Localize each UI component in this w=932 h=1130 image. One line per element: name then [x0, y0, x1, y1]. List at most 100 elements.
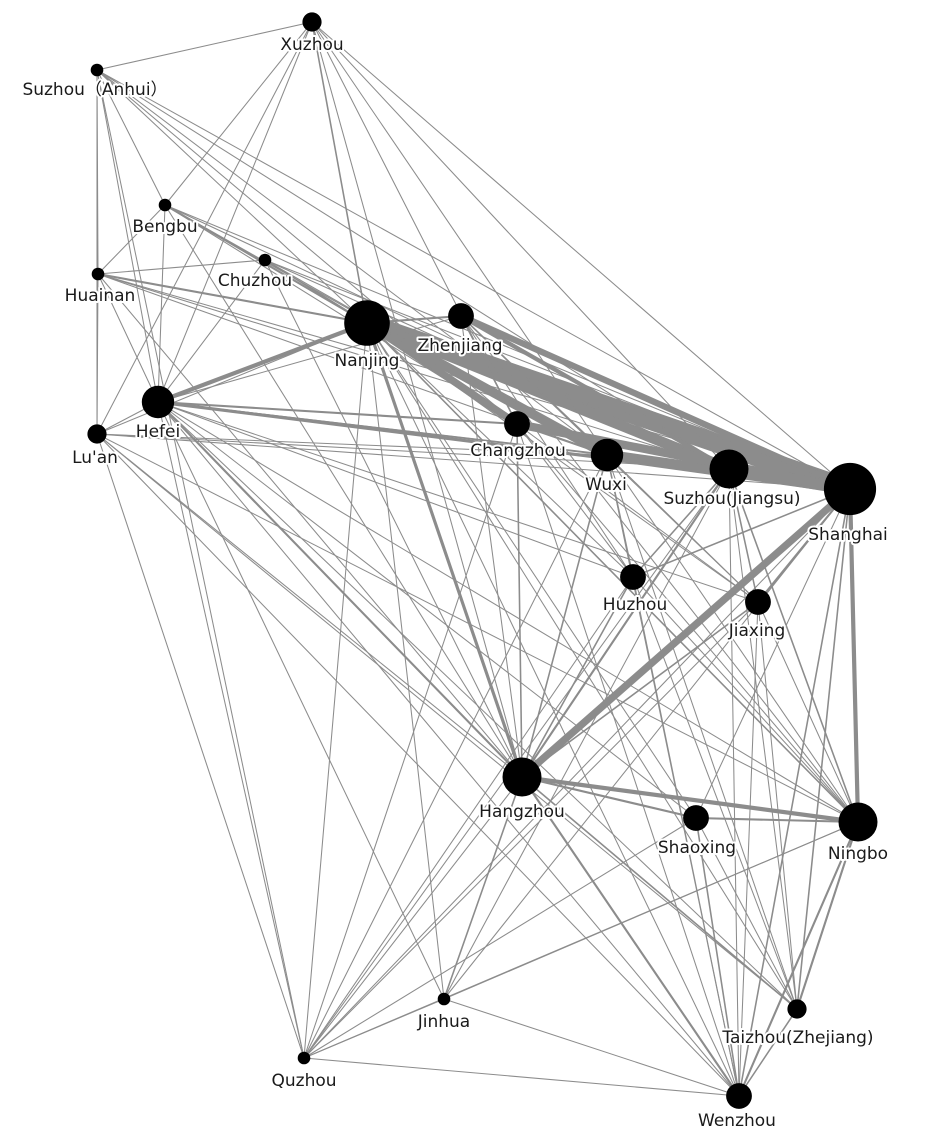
edge-zhenjiang-huzhou — [460, 315, 634, 578]
edge-chuzhou-huainan — [97, 259, 266, 275]
label-suzhou_anhui: Suzhou（Anhui） — [22, 80, 167, 100]
edge-chuzhou-suzhou_jiangsu — [264, 259, 730, 470]
edge-ningbo-wenzhou — [737, 820, 860, 1098]
label-wenzhou: Wenzhou — [698, 1111, 776, 1130]
labels-layer: XuzhouSuzhou（Anhui）BengbuChuzhouHuainanN… — [20, 33, 890, 1130]
edge-hefei-jiaxing — [157, 401, 759, 603]
node-bengbu — [158, 198, 172, 212]
label-huainan: Huainan — [65, 286, 136, 306]
edge-jinhua-suzhou_jiangsu — [443, 468, 730, 1000]
edge-suzhou_anhui-bengbu — [96, 69, 166, 206]
edge-hefei-hangzhou — [156, 400, 524, 779]
edge-zhenjiang-suzhou_jiangsu — [458, 313, 732, 472]
edge-suzhou_jiangsu-ningbo — [728, 468, 859, 823]
edge-changzhou-hangzhou — [516, 423, 523, 778]
label-jiaxing: Jiaxing — [728, 621, 786, 641]
edge-zhenjiang-shanghai — [457, 312, 854, 493]
node-hefei — [141, 385, 175, 419]
edge-taizhou-hefei — [157, 401, 798, 1010]
edge-nanjing-wuxi — [362, 318, 612, 460]
edge-huainan-hefei — [97, 273, 159, 403]
label-suzhou_jiangsu: Suzhou(Jiangsu) — [663, 489, 800, 509]
edge-luan-ningbo — [96, 433, 859, 823]
edge-changzhou-huzhou — [516, 423, 634, 578]
edge-changzhou-jiaxing — [516, 423, 759, 603]
edge-huzhou-hangzhou — [521, 576, 634, 778]
node-wenzhou — [726, 1083, 752, 1109]
label-zhenjiang: Zhenjiang — [417, 336, 502, 356]
edge-taizhou-wuxi — [606, 454, 798, 1010]
node-wuxi — [590, 438, 624, 472]
edge-wenzhou-suzhou_jiangsu — [728, 468, 740, 1097]
edge-huzhou-shanghai — [632, 488, 851, 578]
edge-zhenjiang-ningbo — [460, 315, 859, 823]
edge-hefei-changzhou — [156, 400, 519, 426]
edge-nanjing-suzhou_jiangsu — [361, 317, 735, 475]
edge-xuzhou-suzhou_jiangsu — [311, 21, 730, 470]
label-xuzhou: Xuzhou — [280, 35, 343, 55]
edge-changzhou-ningbo — [516, 423, 859, 823]
label-taizhou: Taizhou(Zhejiang) — [721, 1028, 873, 1048]
edge-chuzhou-hefei — [157, 259, 266, 403]
edge-hangzhou-shaoxing — [520, 775, 698, 820]
edge-quzhou-nanjing — [303, 322, 368, 1059]
edge-quzhou-suzhou_anhui — [96, 69, 305, 1059]
edge-shanghai-wenzhou — [738, 488, 851, 1097]
edge-suzhou_anhui-wuxi — [96, 69, 608, 456]
edge-huzhou-taizhou — [632, 576, 798, 1010]
edge-bengbu-suzhou_jiangsu — [164, 204, 730, 470]
edge-luan-wuxi — [96, 433, 608, 456]
label-luan: Lu'an — [72, 448, 118, 468]
node-shaoxing — [683, 805, 709, 831]
node-jiaxing — [745, 589, 771, 615]
edge-hefei-huzhou — [157, 401, 634, 578]
edge-hefei-nanjing — [155, 320, 370, 405]
edge-nanjing-wenzhou — [366, 322, 740, 1097]
edge-suzhou_jiangsu-huzhou — [632, 468, 730, 578]
edge-quzhou-shaoxing — [303, 817, 697, 1059]
node-shanghai — [823, 462, 877, 516]
edge-suzhou_jiangsu-hangzhou — [520, 467, 731, 779]
edge-shaoxing-ningbo — [694, 816, 860, 824]
label-hefei: Hefei — [136, 422, 180, 442]
edge-jiaxing-wenzhou — [738, 601, 759, 1097]
node-quzhou — [297, 1051, 311, 1065]
edge-xuzhou-hangzhou — [311, 21, 523, 778]
edge-hefei-wenzhou — [157, 401, 740, 1097]
label-bengbu: Bengbu — [132, 217, 197, 237]
edge-quzhou-hefei — [157, 401, 305, 1059]
label-ningbo: Ningbo — [828, 844, 888, 864]
edge-chuzhou-hangzhou — [264, 259, 523, 778]
node-chuzhou — [258, 253, 272, 267]
edge-wuxi-suzhou_jiangsu — [605, 453, 731, 471]
label-changzhou: Changzhou — [470, 441, 566, 461]
edge-bengbu-hangzhou — [164, 204, 523, 778]
edge-bengbu-changzhou — [164, 204, 518, 425]
edge-huainan-suzhou_jiangsu — [97, 273, 730, 470]
edge-hangzhou-shanghai — [518, 485, 854, 781]
edge-suzhou_anhui-shanghai — [96, 69, 851, 490]
edge-shaoxing-wenzhou — [695, 817, 740, 1097]
edge-luan-hangzhou — [96, 433, 523, 778]
edge-jinhua-shanghai — [443, 488, 851, 1000]
node-taizhou — [787, 999, 807, 1019]
edge-nanjing-hangzhou — [365, 321, 524, 779]
edge-zhenjiang-changzhou — [460, 315, 518, 425]
edge-hefei-ningbo — [157, 401, 859, 823]
edge-quzhou-luan — [96, 433, 305, 1059]
edge-wuxi-ningbo — [606, 454, 859, 823]
edge-suzhou_anhui-xuzhou — [96, 21, 313, 71]
edge-ningbo-taizhou — [795, 820, 860, 1011]
label-hangzhou: Hangzhou — [479, 802, 565, 822]
node-xuzhou — [302, 12, 322, 32]
edge-huainan-nanjing — [96, 272, 369, 325]
edge-hangzhou-wenzhou — [520, 775, 741, 1098]
edge-suzhou_anhui-suzhou_jiangsu — [96, 69, 730, 470]
edge-quzhou-jiaxing — [303, 601, 759, 1059]
label-shaoxing: Shaoxing — [658, 838, 736, 858]
edge-hefei-jinhua — [157, 401, 445, 1000]
edge-quzhou-jinhua — [303, 998, 445, 1059]
edge-xuzhou-bengbu — [164, 21, 313, 206]
edge-xuzhou-shanghai — [311, 21, 851, 490]
